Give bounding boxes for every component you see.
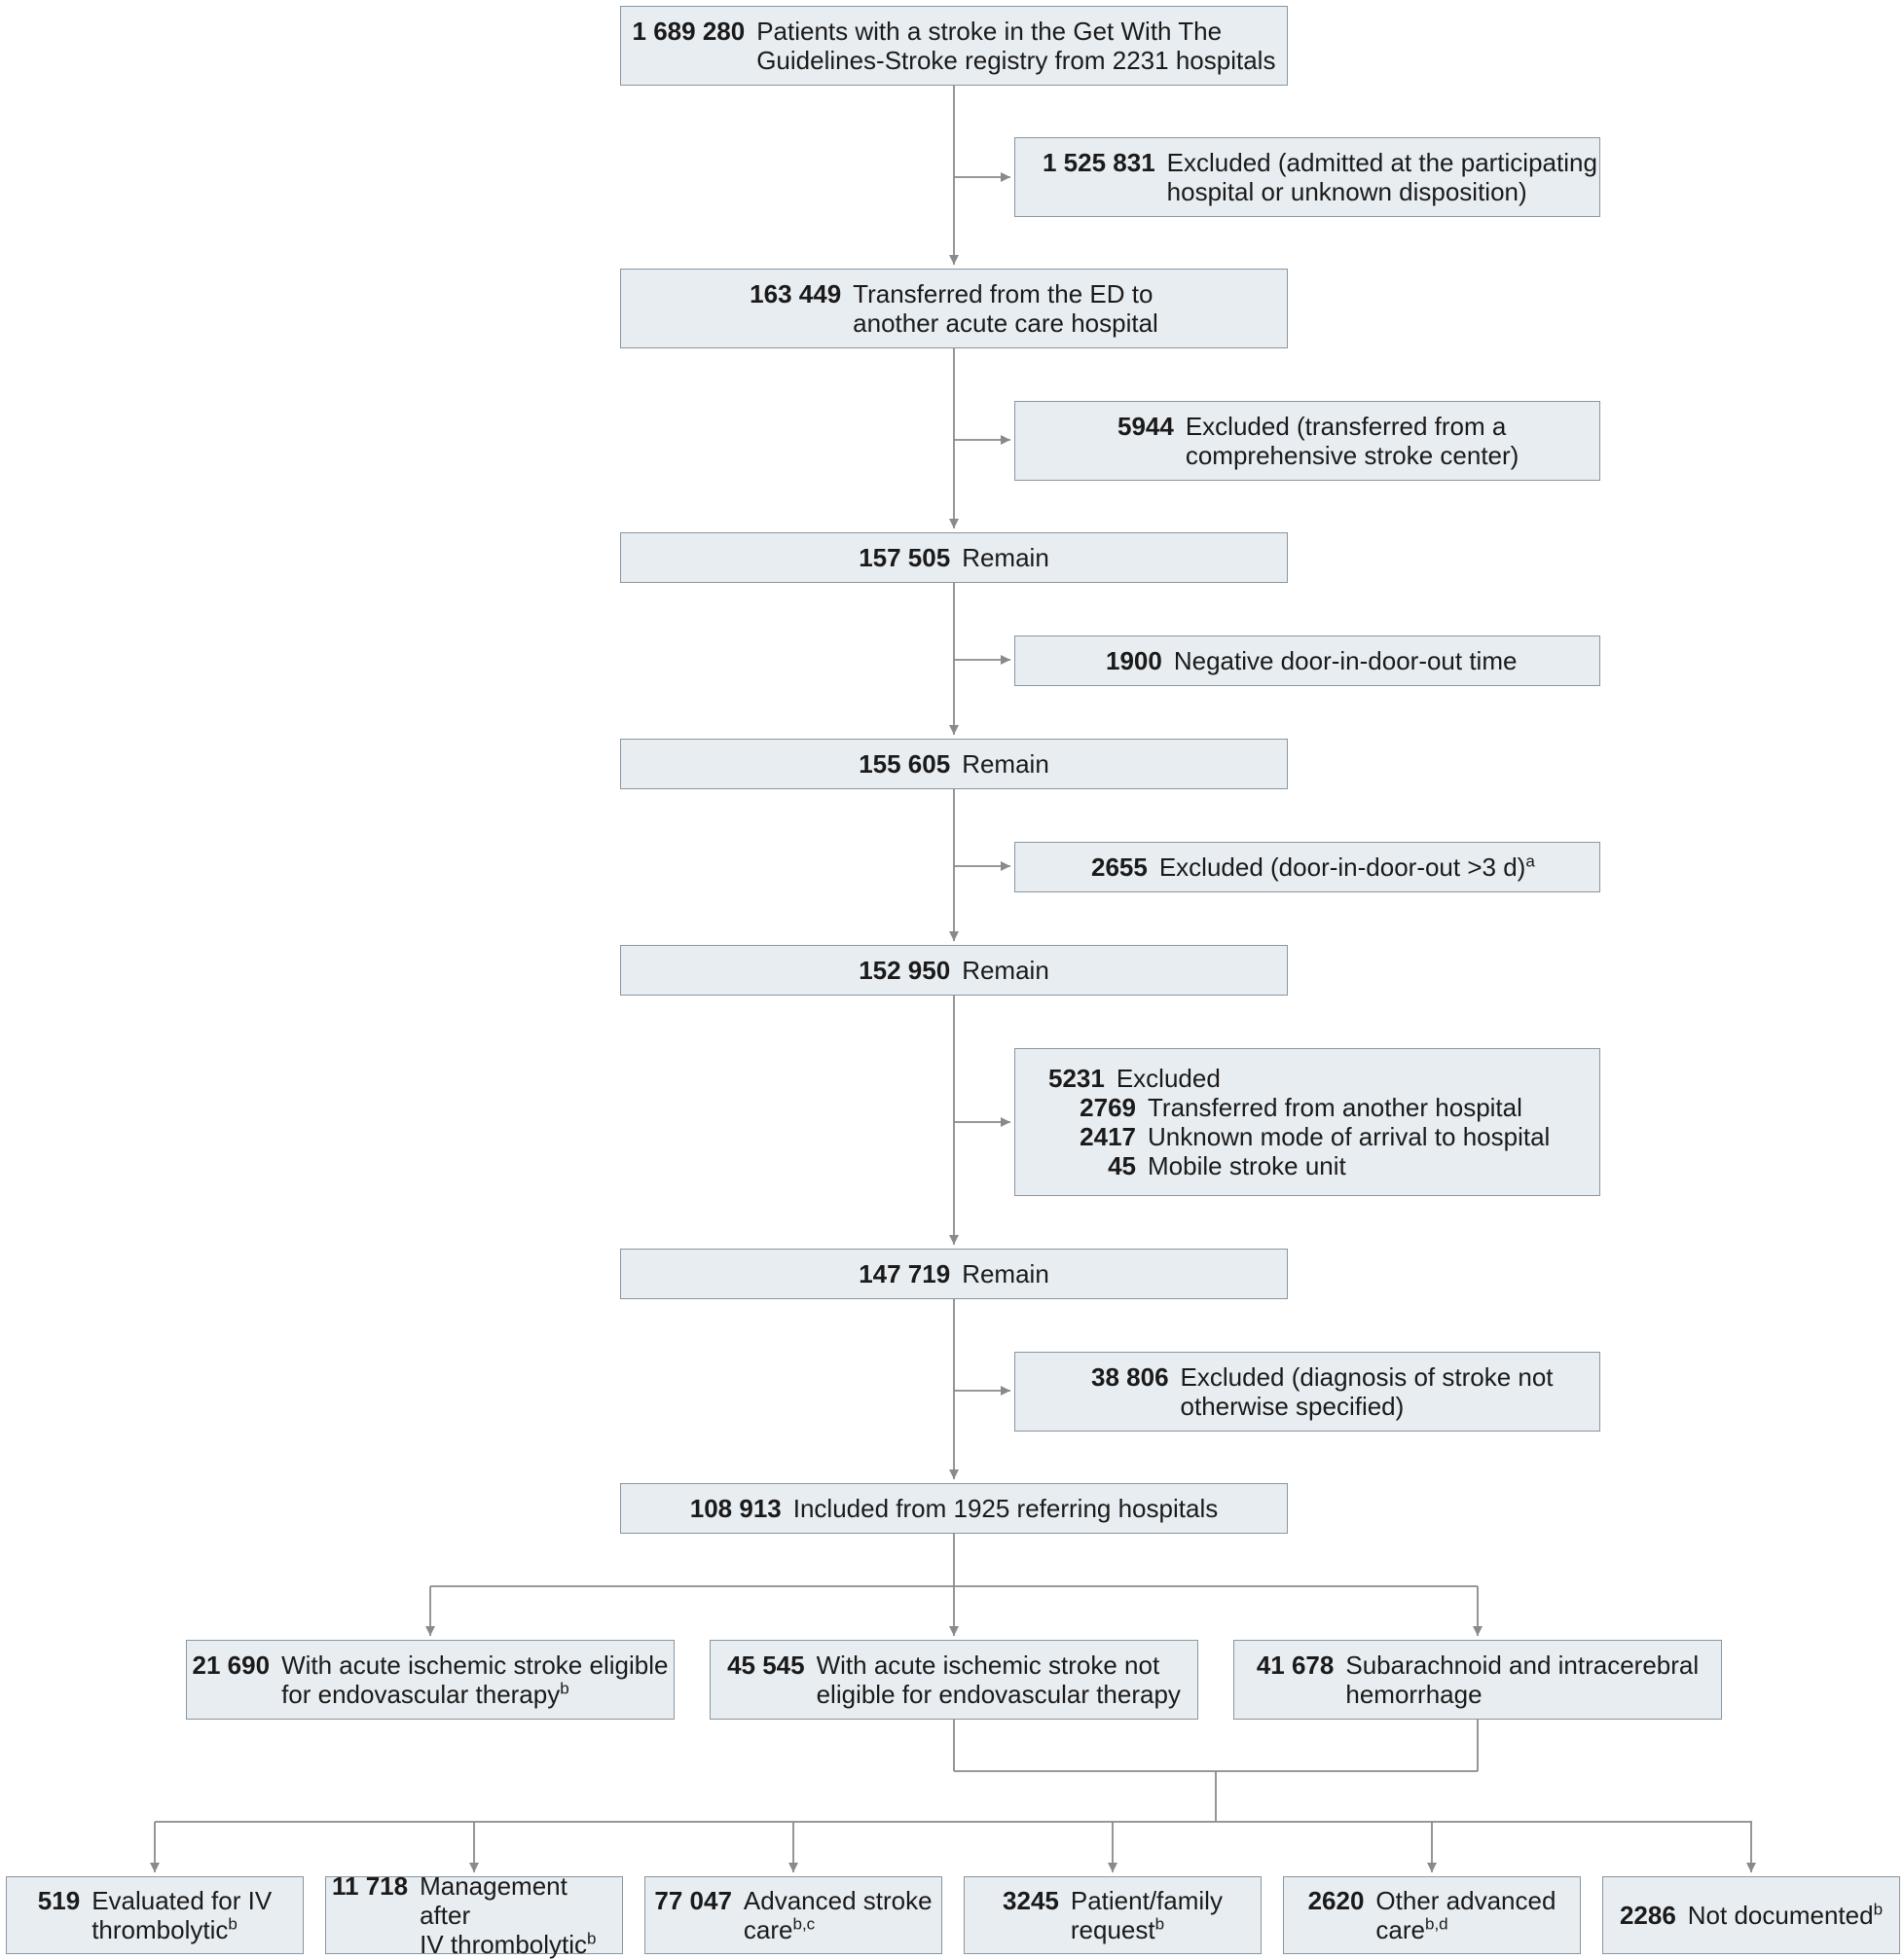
label: Included from 1925 referring hospitals — [792, 1494, 1219, 1523]
label: Patients with a stroke in the Get With T… — [756, 17, 1276, 75]
footnote: b — [1154, 1914, 1165, 1934]
box-remain-1: 157 505 Remain — [620, 532, 1288, 583]
label: Excluded (diagnosis of stroke not otherw… — [1180, 1362, 1554, 1421]
label: Unknown mode of arrival to hospital — [1148, 1122, 1551, 1151]
box-included: 108 913 Included from 1925 referring hosp… — [620, 1483, 1288, 1534]
count: 1 689 280 — [632, 17, 746, 46]
label: Excluded — [1116, 1064, 1221, 1093]
label: Other advanced careb,d — [1375, 1886, 1556, 1944]
box-transferred-from-ed: 163 449 Transferred from the ED to anothe… — [620, 269, 1288, 348]
count: 21 690 — [192, 1651, 271, 1680]
label: Remain — [962, 1259, 1049, 1288]
count: 5231 — [1048, 1064, 1105, 1093]
box-reason-advanced-stroke-care: 77 047 Advanced stroke careb,c — [644, 1876, 942, 1954]
label: Remain — [962, 749, 1049, 779]
label: Advanced stroke careb,c — [743, 1886, 933, 1944]
count: 38 806 — [1091, 1362, 1169, 1392]
label: Transferred from the ED to another acute… — [853, 279, 1158, 338]
footnote: b,d — [1424, 1914, 1448, 1934]
count: 41 678 — [1256, 1651, 1335, 1680]
label: Mobile stroke unit — [1148, 1151, 1346, 1180]
label: With acute ischemic stroke eligible for … — [281, 1651, 669, 1709]
box-remain-4: 147 719 Remain — [620, 1249, 1288, 1299]
count: 45 545 — [727, 1651, 805, 1680]
footnote: b — [228, 1914, 238, 1934]
count: 157 505 — [859, 543, 951, 572]
box-excluded-dido-3d: 2655 Excluded (door-in-door-out >3 d)a — [1014, 842, 1600, 892]
excluded-subrow: 2769 Transferred from another hospital — [1048, 1093, 1522, 1122]
box-reason-management-iv: 11 718 Management after IV thrombolyticb — [325, 1871, 623, 1959]
label: Excluded (transferred from a comprehensi… — [1185, 412, 1520, 470]
box-remain-3: 152 950 Remain — [620, 945, 1288, 996]
box-reason-other-advanced-care: 2620 Other advanced careb,d — [1283, 1876, 1581, 1954]
footnote: b,c — [792, 1914, 816, 1934]
count: 519 — [37, 1886, 81, 1915]
box-negative-dido: 1900 Negative door-in-door-out time — [1014, 635, 1600, 686]
box-ais-evt-eligible: 21 690 With acute ischemic stroke eligibl… — [186, 1640, 675, 1720]
label: Negative door-in-door-out time — [1173, 646, 1518, 675]
box-reason-patient-request: 3245 Patient/family requestb — [964, 1876, 1262, 1954]
box-excluded-multi: 5231 Excluded 2769 Transferred from anothe… — [1014, 1048, 1600, 1196]
count: 2655 — [1091, 853, 1148, 882]
label: Excluded (door-in-door-out >3 d)a — [1158, 852, 1535, 882]
box-remain-2: 155 605 Remain — [620, 739, 1288, 789]
box-reason-evaluated-iv: 519 Evaluated for IV thrombolyticb — [6, 1876, 304, 1954]
count: 11 718 — [332, 1871, 409, 1901]
excluded-subrow: 2417 Unknown mode of arrival to hospital — [1048, 1122, 1550, 1151]
label: Excluded (admitted at the participating … — [1166, 148, 1597, 206]
count: 2417 — [1080, 1122, 1136, 1151]
label: Not documentedb — [1687, 1900, 1884, 1930]
count: 2620 — [1307, 1886, 1365, 1915]
footnote: b — [587, 1929, 597, 1948]
count: 2286 — [1619, 1901, 1676, 1930]
box-all-patients: 1 689 280 Patients with a stroke in the G… — [620, 6, 1288, 86]
label: Remain — [962, 543, 1049, 572]
label: Subarachnoid and intracerebral hemorrhag… — [1345, 1651, 1700, 1709]
count: 5944 — [1117, 412, 1174, 441]
count: 108 913 — [689, 1494, 782, 1523]
box-excluded-nos: 38 806 Excluded (diagnosis of stroke not … — [1014, 1352, 1600, 1432]
label: Patient/family requestb — [1070, 1886, 1223, 1944]
count: 147 719 — [859, 1259, 951, 1288]
label: Transferred from another hospital — [1148, 1093, 1522, 1122]
count: 2769 — [1080, 1093, 1136, 1122]
excluded-total-row: 5231 Excluded — [1048, 1064, 1221, 1093]
excluded-subrow: 45 Mobile stroke unit — [1048, 1151, 1346, 1180]
label: With acute ischemic stroke not eligible … — [816, 1651, 1181, 1709]
box-ais-not-eligible: 45 545 With acute ischemic stroke not eli… — [710, 1640, 1198, 1720]
footnote: b — [560, 1679, 569, 1698]
count: 1 525 831 — [1043, 148, 1155, 177]
box-hemorrhage: 41 678 Subarachnoid and intracerebral hem… — [1233, 1640, 1722, 1720]
footnote: a — [1525, 852, 1535, 871]
count: 152 950 — [859, 956, 951, 985]
label: Management after IV thrombolyticb — [420, 1871, 597, 1959]
footnote: b — [1873, 1900, 1884, 1919]
box-reason-not-documented: 2286 Not documentedb — [1602, 1876, 1900, 1954]
count: 3245 — [1003, 1886, 1059, 1915]
box-excluded-admitted: 1 525 831 Excluded (admitted at the parti… — [1014, 137, 1600, 217]
label: Remain — [962, 956, 1049, 985]
count: 1900 — [1106, 646, 1162, 675]
count: 45 — [1108, 1151, 1136, 1180]
box-excluded-csc: 5944 Excluded (transferred from a compreh… — [1014, 401, 1600, 481]
count: 77 047 — [654, 1886, 732, 1915]
count: 163 449 — [750, 279, 842, 308]
label: Evaluated for IV thrombolyticb — [92, 1886, 273, 1944]
count: 155 605 — [859, 749, 951, 779]
